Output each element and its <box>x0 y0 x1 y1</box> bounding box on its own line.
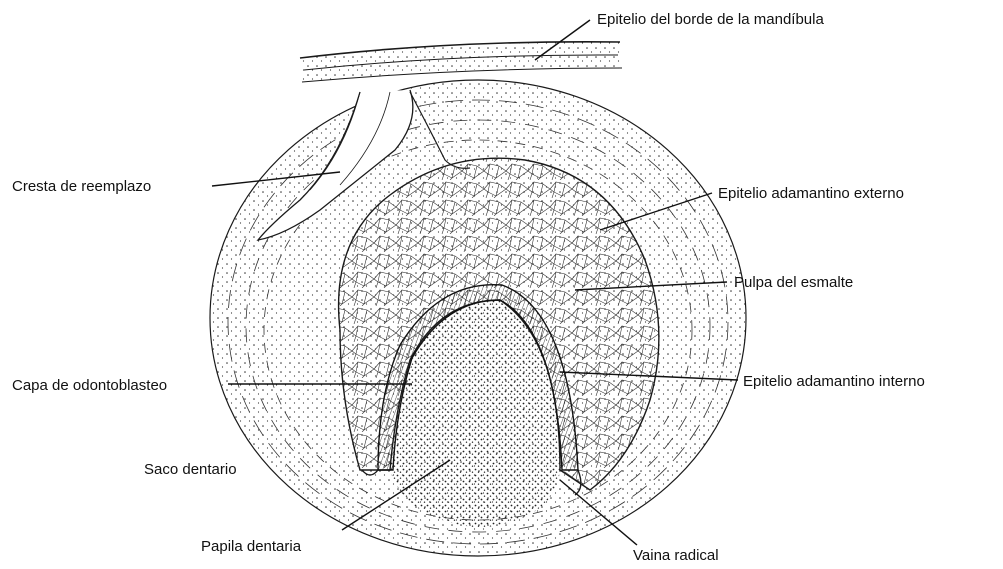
label-epitelio-borde: Epitelio del borde de la mandíbula <box>597 11 824 28</box>
label-epitelio-externo: Epitelio adamantino externo <box>718 185 904 202</box>
label-saco: Saco dentario <box>144 461 237 478</box>
label-cresta: Cresta de reemplazo <box>12 178 151 195</box>
label-vaina: Vaina radical <box>633 547 719 564</box>
label-pulpa-esmalte: Pulpa del esmalte <box>734 274 853 291</box>
label-papila: Papila dentaria <box>201 538 302 555</box>
label-capa-odonto: Capa de odontoblasteo <box>12 377 167 394</box>
jaw-epithelium <box>300 42 622 82</box>
label-epitelio-interno: Epitelio adamantino interno <box>743 373 925 390</box>
